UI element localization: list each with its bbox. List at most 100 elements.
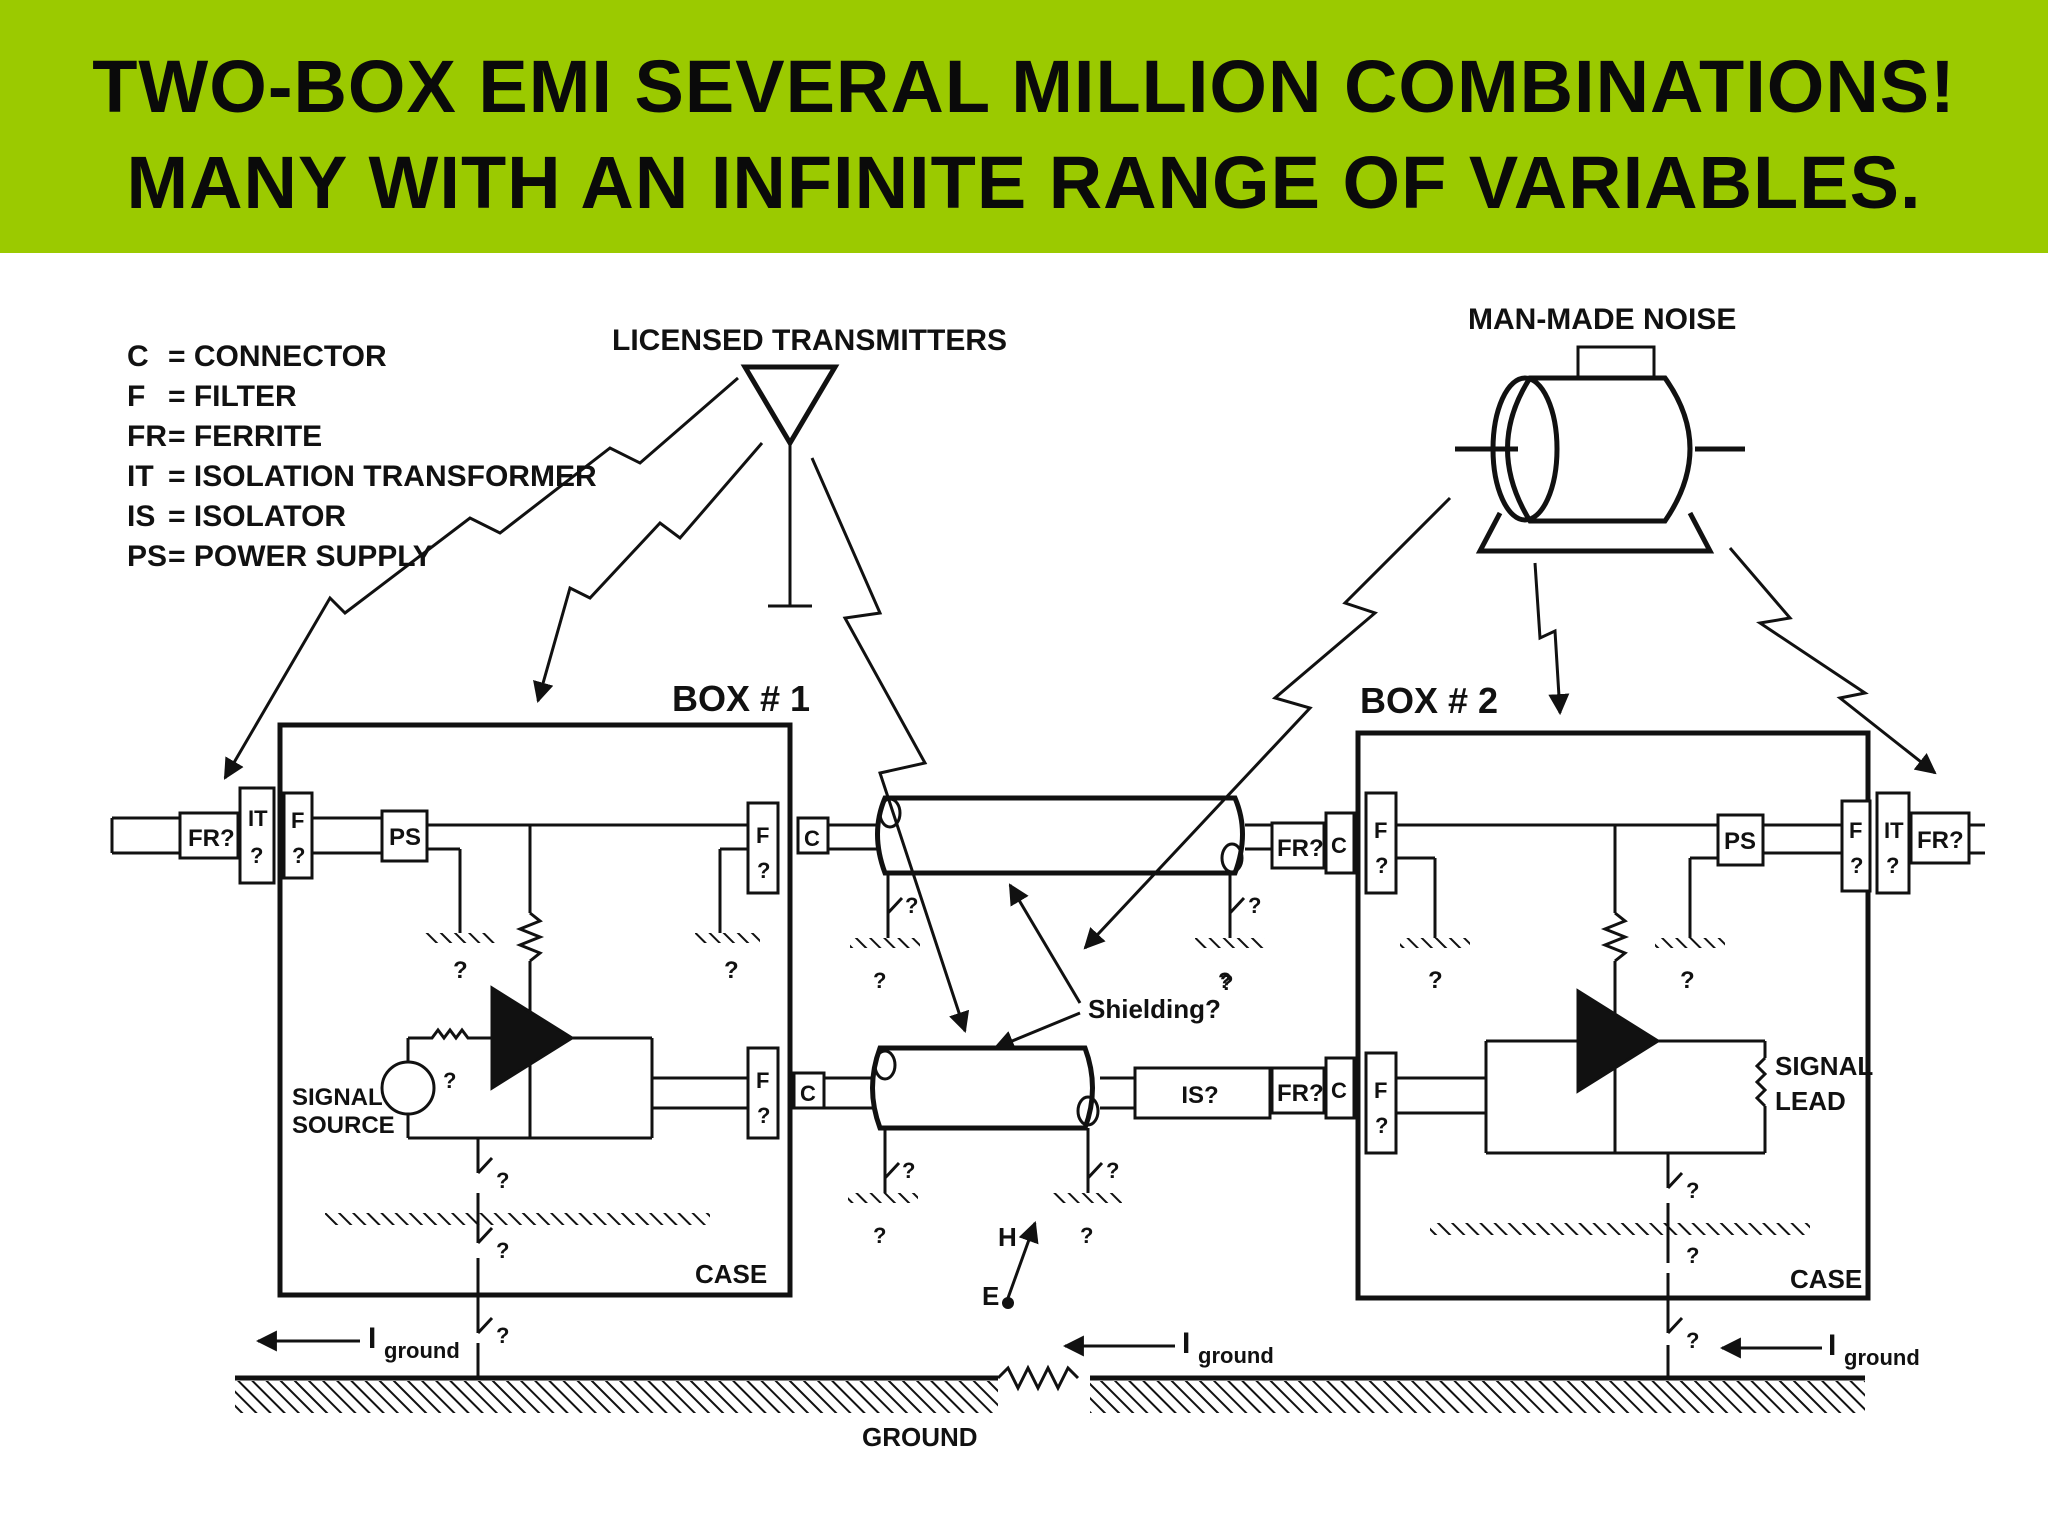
svg-text:?: ?: [1080, 1223, 1093, 1248]
box-2-label: BOX # 2: [1360, 680, 1498, 721]
svg-text:?: ?: [757, 1103, 770, 1128]
svg-text:?: ?: [453, 957, 468, 984]
legend-abbr: F: [127, 380, 145, 413]
svg-text:ground: ground: [384, 1338, 460, 1363]
title-line-2: MANY WITH AN INFINITE RANGE OF VARIABLES…: [126, 141, 1922, 224]
svg-text:?: ?: [1686, 1328, 1699, 1353]
svg-text:?: ?: [1428, 967, 1443, 994]
svg-text:IT: IT: [1884, 818, 1904, 843]
svg-text:?: ?: [1218, 968, 1231, 993]
ground-label: GROUND: [862, 1422, 978, 1452]
svg-text:?: ?: [873, 968, 886, 993]
signal-source-label: SOURCE: [292, 1112, 395, 1139]
legend-item-isolation-transformer: IT = ISOLATION TRANSFORMER: [127, 460, 597, 493]
signal-source-label: SIGNAL: [292, 1084, 383, 1111]
svg-text:F: F: [1374, 818, 1387, 843]
legend-def: = POWER SUPPLY: [168, 540, 433, 573]
svg-text:ground: ground: [1198, 1343, 1274, 1368]
ground-current-left: I ground: [255, 1322, 460, 1363]
svg-text:PS: PS: [389, 824, 421, 851]
svg-text:?: ?: [496, 1168, 509, 1193]
box-1-power-supply: PS: [380, 809, 429, 863]
box-1-isolation-transformer: IT ?: [238, 786, 276, 885]
amplifier-icon-1: [490, 985, 575, 1091]
legend-abbr: IS: [127, 500, 155, 533]
box-2-top-ferrite: FR?: [1270, 821, 1326, 870]
svg-text:?: ?: [905, 893, 918, 918]
svg-text:?: ?: [1375, 853, 1388, 878]
legend-def: = ISOLATOR: [168, 500, 346, 533]
ground-current-right: I ground: [1719, 1329, 1920, 1370]
svg-text:I: I: [1828, 1329, 1836, 1362]
svg-text:?: ?: [1686, 1243, 1699, 1268]
svg-text:F: F: [756, 1068, 769, 1093]
box-2-case: [1355, 730, 1871, 1301]
isolator: IS?: [1133, 1066, 1272, 1120]
svg-text:?: ?: [724, 957, 739, 984]
svg-text:F: F: [756, 823, 769, 848]
box-1-bottom-connector: C: [792, 1071, 826, 1110]
box-2-bottom-connector: C: [1324, 1056, 1356, 1120]
box-1-chassis-ground: [325, 1213, 710, 1225]
box-1-case: [277, 722, 793, 1298]
box-2-power-supply: PS: [1716, 813, 1765, 867]
svg-text:IT: IT: [248, 806, 268, 831]
legend-item-filter: F = FILTER: [127, 380, 297, 413]
licensed-transmitters-label: LICENSED TRANSMITTERS: [612, 324, 1007, 357]
svg-text:?: ?: [496, 1238, 509, 1263]
box-1-power-ferrite: FR?: [178, 811, 240, 860]
legend-def: = CONNECTOR: [168, 340, 387, 373]
svg-text:?: ?: [443, 1068, 456, 1093]
svg-text:?: ?: [1850, 853, 1863, 878]
svg-text:?: ?: [902, 1158, 915, 1183]
legend-item-connector: C = CONNECTOR: [127, 340, 387, 373]
signal-lead-label: SIGNAL: [1775, 1051, 1873, 1081]
box-1-bottom-filter: F ?: [746, 1046, 780, 1140]
svg-text:F: F: [291, 808, 304, 833]
box-2-chassis-ground: [1430, 1223, 1810, 1235]
top-shielded-cable: [828, 795, 1272, 876]
legend-def: = FERRITE: [168, 420, 322, 453]
box-1-label: BOX # 1: [672, 678, 810, 719]
svg-text:?: ?: [250, 843, 263, 868]
svg-text:I: I: [368, 1322, 376, 1355]
signal-source-icon: [380, 1060, 436, 1116]
box-2-top-filter: F ?: [1364, 791, 1398, 895]
motor-icon: [1455, 345, 1745, 554]
svg-text:?: ?: [1220, 970, 1233, 995]
box-2-top-connector: C: [1324, 811, 1356, 875]
earth-ground: [235, 1364, 1865, 1413]
signal-lead-label: LEAD: [1775, 1086, 1846, 1116]
svg-text:F: F: [1374, 1078, 1387, 1103]
legend-item-isolator: IS = ISOLATOR: [127, 500, 346, 533]
amplifier-icon-2: [1576, 988, 1661, 1094]
svg-text:FR?: FR?: [1917, 827, 1964, 854]
box-2-power-ferrite: FR?: [1909, 811, 1971, 865]
svg-text:C: C: [804, 826, 820, 851]
svg-text:FR?: FR?: [1277, 835, 1324, 862]
svg-text:?: ?: [1375, 1113, 1388, 1138]
svg-text:?: ?: [292, 843, 305, 868]
svg-text:PS: PS: [1724, 828, 1756, 855]
legend-item-power-supply: PS = POWER SUPPLY: [127, 540, 433, 573]
legend-item-ferrite: FR = FERRITE: [127, 420, 322, 453]
coupling-arrows: [223, 376, 1937, 1033]
box-1-top-filter: F ?: [746, 801, 780, 895]
box-2-bottom-ferrite: FR?: [1270, 1066, 1326, 1115]
box-2-case-label: CASE: [1790, 1264, 1862, 1294]
svg-text:?: ?: [1248, 893, 1261, 918]
svg-text:FR?: FR?: [188, 825, 235, 852]
legend-def: = FILTER: [168, 380, 297, 413]
e-field-label: E: [982, 1281, 999, 1311]
bottom-shielded-cable: [824, 1045, 1135, 1131]
emi-diagram: C = CONNECTOR F = FILTER FR = FERRITE IT…: [110, 303, 1985, 1452]
legend-def: = ISOLATION TRANSFORMER: [168, 460, 597, 493]
legend: C = CONNECTOR F = FILTER FR = FERRITE IT…: [127, 340, 597, 573]
h-field-label: H: [998, 1222, 1017, 1252]
box-1-top-connector: C: [796, 816, 830, 855]
title-banner: TWO-BOX EMI SEVERAL MILLION COMBINATIONS…: [0, 0, 2048, 253]
svg-text:?: ?: [1686, 1178, 1699, 1203]
title-line-1: TWO-BOX EMI SEVERAL MILLION COMBINATIONS…: [92, 45, 1956, 128]
svg-text:?: ?: [1680, 967, 1695, 994]
svg-text:ground: ground: [1844, 1345, 1920, 1370]
